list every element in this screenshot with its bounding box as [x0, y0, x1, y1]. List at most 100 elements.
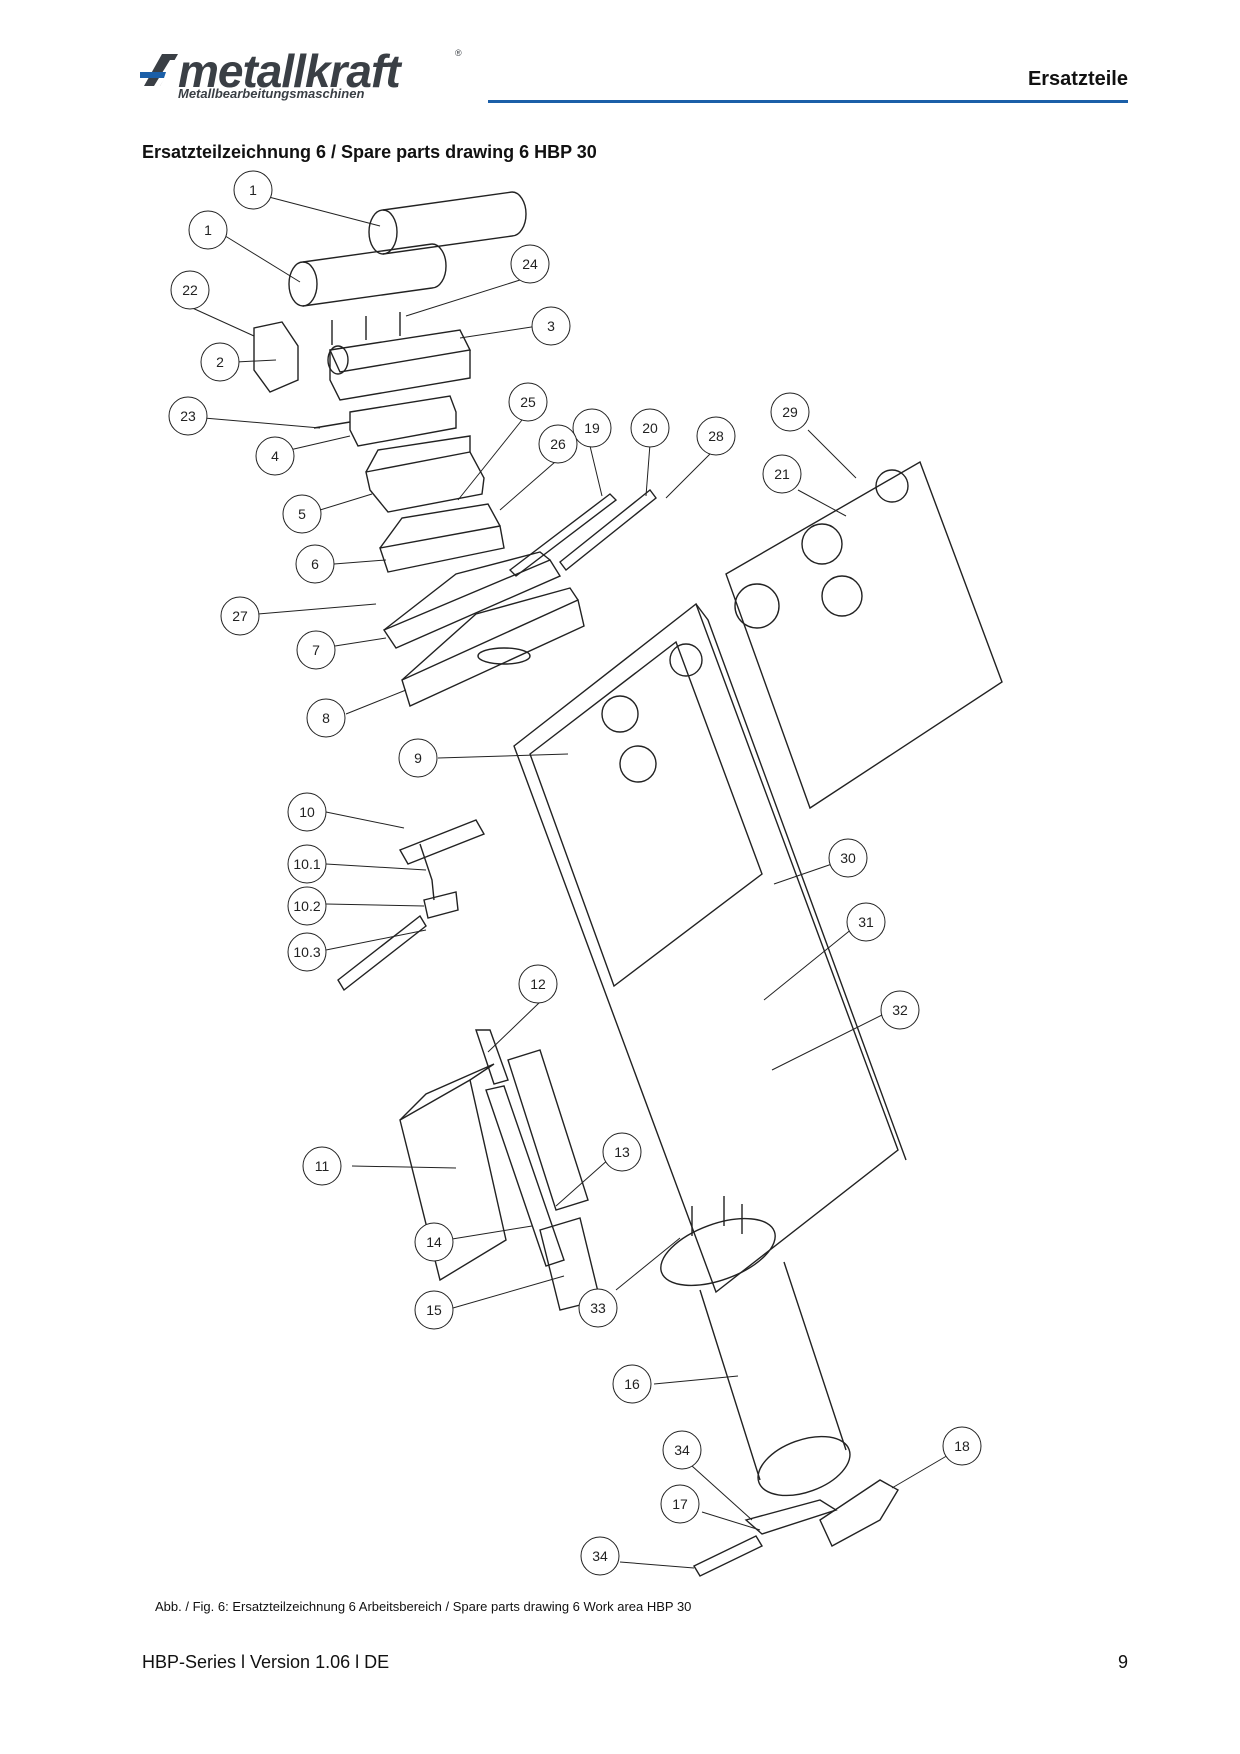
callout: 19: [572, 408, 612, 448]
callout: 32: [880, 990, 920, 1030]
svg-text:34: 34: [674, 1442, 690, 1458]
svg-text:22: 22: [182, 282, 198, 298]
part-18: [819, 1479, 899, 1547]
drawing-parts: [253, 191, 1003, 1577]
svg-text:14: 14: [426, 1234, 442, 1250]
callout: 29: [770, 392, 810, 432]
part-4: [313, 395, 457, 447]
svg-text:28: 28: [708, 428, 724, 444]
callout: 24: [510, 244, 550, 284]
callout: 16: [612, 1364, 652, 1404]
logo-wordmark: metallkraft: [178, 45, 401, 97]
callout: 14: [414, 1222, 454, 1262]
callout: 17: [660, 1484, 700, 1524]
part-12: [475, 1029, 509, 1085]
callout: 18: [942, 1426, 982, 1466]
part-2: [253, 321, 299, 393]
callout: 12: [518, 964, 558, 1004]
svg-text:1: 1: [204, 222, 212, 238]
callout: 27: [220, 596, 260, 636]
svg-text:8: 8: [322, 710, 330, 726]
svg-text:12: 12: [530, 976, 546, 992]
callout: 28: [696, 416, 736, 456]
metallkraft-logo: metallkraft ® Metallbearbeitungsmaschine…: [140, 45, 470, 106]
callout: 25: [508, 382, 548, 422]
part-13: [507, 1049, 589, 1211]
callout: 26: [538, 424, 578, 464]
callout: 6: [295, 544, 335, 584]
header-divider: [488, 100, 1128, 103]
svg-text:10.1: 10.1: [293, 856, 320, 872]
exploded-parts-drawing: 1 1 24 22 3 2 23 25 4 19 20 28 29 26 21 …: [168, 170, 1003, 1577]
part-5: [365, 435, 485, 513]
leader-lines: [187, 195, 951, 1569]
callout: 10.1: [287, 844, 327, 884]
footer-document-version: HBP-Series l Version 1.06 l DE: [142, 1652, 390, 1672]
svg-text:2: 2: [216, 354, 224, 370]
svg-text:17: 17: [672, 1496, 688, 1512]
callout: 7: [296, 630, 336, 670]
callout: 10.3: [287, 932, 327, 972]
callout: 3: [531, 306, 571, 346]
svg-text:32: 32: [892, 1002, 908, 1018]
header-section-title: Ersatzteile: [1027, 68, 1128, 90]
svg-text:18: 18: [954, 1438, 970, 1454]
svg-text:16: 16: [624, 1376, 640, 1392]
svg-text:21: 21: [774, 466, 790, 482]
part-17: [744, 1499, 838, 1535]
roller-1a: [368, 191, 527, 255]
svg-text:27: 27: [232, 608, 248, 624]
callout: 10: [287, 792, 327, 832]
callout: 13: [602, 1132, 642, 1172]
svg-text:3: 3: [547, 318, 555, 334]
callout: 2: [200, 342, 240, 382]
svg-text:11: 11: [315, 1158, 330, 1174]
callout: 22: [170, 270, 210, 310]
part-3: [327, 312, 472, 401]
svg-text:33: 33: [590, 1300, 606, 1316]
roller-1b: [288, 243, 447, 307]
svg-text:4: 4: [271, 448, 279, 464]
part-21-cover-plate: [725, 460, 1003, 810]
callout: 5: [282, 494, 322, 534]
callout: 30: [828, 838, 868, 878]
callout: 20: [630, 408, 670, 448]
svg-text:5: 5: [298, 506, 306, 522]
callout: 4: [255, 436, 295, 476]
svg-text:24: 24: [522, 256, 538, 272]
svg-text:9: 9: [414, 750, 422, 766]
callout: 31: [846, 902, 886, 942]
svg-text:29: 29: [782, 404, 798, 420]
svg-text:30: 30: [840, 850, 856, 866]
part-20: [559, 489, 657, 571]
callout: 11: [302, 1146, 342, 1186]
svg-text:31: 31: [858, 914, 874, 930]
part-14: [485, 1085, 565, 1267]
svg-text:23: 23: [180, 408, 196, 424]
svg-text:26: 26: [550, 436, 566, 452]
part-6: [379, 503, 505, 573]
callout: 23: [168, 396, 208, 436]
svg-text:10: 10: [299, 804, 315, 820]
part-16-cylinder: [660, 1196, 851, 1497]
callout: 15: [414, 1290, 454, 1330]
callout: 21: [762, 454, 802, 494]
svg-text:10.3: 10.3: [293, 944, 320, 960]
footer-page-number: 9: [1117, 1652, 1128, 1672]
callout: 34: [662, 1430, 702, 1470]
svg-text:15: 15: [426, 1302, 442, 1318]
part-19: [508, 493, 618, 577]
callout: 34: [580, 1536, 620, 1576]
part-7: [382, 551, 562, 649]
page-title: Ersatzteilzeichnung 6 / Spare parts draw…: [142, 142, 597, 162]
callout: 9: [398, 738, 438, 778]
callout: 1: [188, 210, 228, 250]
svg-text:20: 20: [642, 420, 658, 436]
logo-registered: ®: [455, 48, 462, 58]
svg-text:13: 13: [614, 1144, 630, 1160]
svg-text:25: 25: [520, 394, 536, 410]
svg-text:6: 6: [311, 556, 319, 572]
callout: 8: [306, 698, 346, 738]
logo-mark-icon: [140, 54, 178, 86]
part-10-assembly: [337, 819, 486, 992]
